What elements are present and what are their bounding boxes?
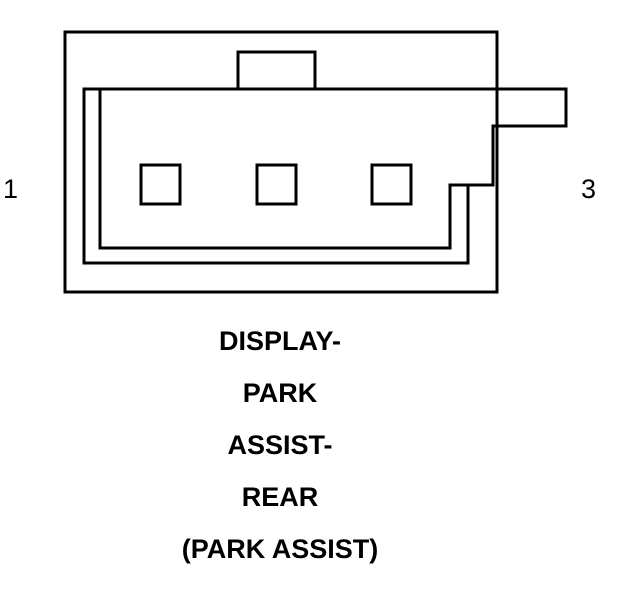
caption-line-3: ASSIST- [227,430,333,460]
caption-line-2: PARK [242,378,318,408]
connector-inner-cavity [98,89,468,250]
caption-line-5: (PARK ASSIST) [181,534,379,564]
terminal-cavity-3 [370,163,413,206]
terminal-cavity-2 [255,163,298,206]
connector-body [82,87,568,265]
pin-number-left: 1 [3,174,19,204]
terminal-cavity-1 [139,163,182,206]
pin-number-right: 3 [581,174,597,204]
caption-line-1: DISPLAY- [218,326,342,356]
connector-outer-housing [63,30,499,294]
connector-locking-tab [236,50,317,89]
caption-line-4: REAR [241,482,319,512]
